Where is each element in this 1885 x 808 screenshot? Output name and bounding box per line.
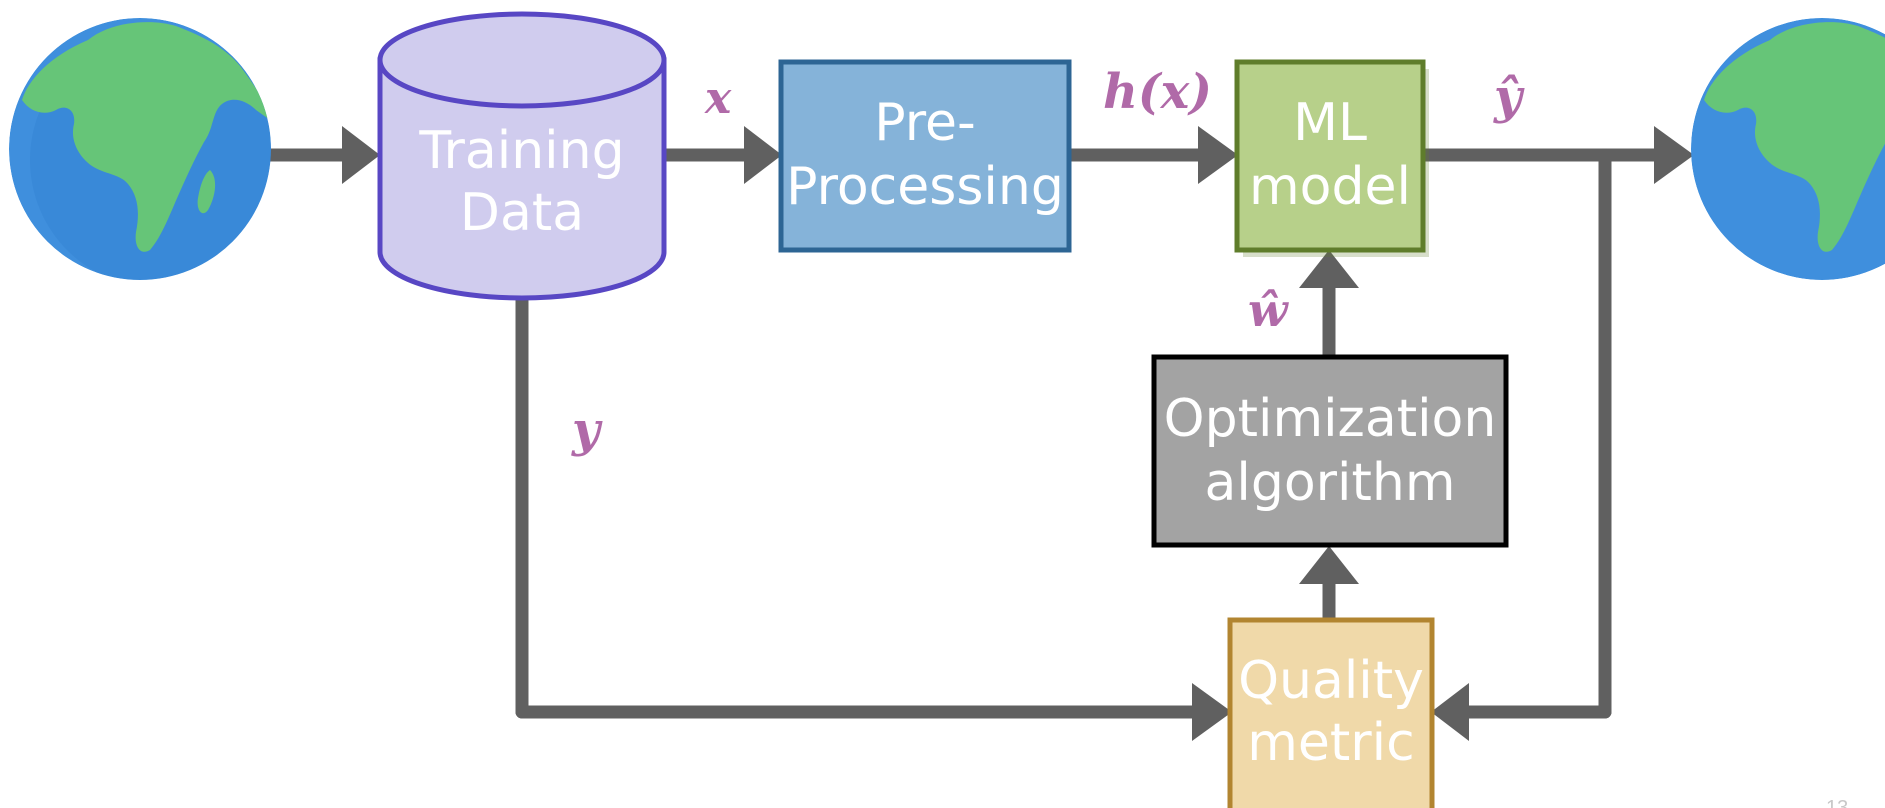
- arrow-optimization-to-ml-model: [1299, 250, 1359, 356]
- arrow-preprocessing-to-ml-model: [1070, 126, 1238, 184]
- arrow-labels-to-quality-metric: [515, 291, 1232, 741]
- page-number: 13: [1826, 797, 1848, 808]
- label-h-of-x: h(x): [1103, 64, 1212, 120]
- arrow-world-to-training-data: [265, 126, 380, 184]
- training-data-label-line2: Data: [460, 183, 584, 243]
- optimization-label-line1: Optimization: [1164, 389, 1497, 449]
- world-globe-icon: [1691, 18, 1885, 280]
- label-w-hat: ŵ: [1248, 283, 1289, 337]
- preprocessing-label-line1: Pre-: [874, 93, 975, 153]
- label-y-hat: ŷ: [1493, 69, 1525, 125]
- arrow-prediction-to-quality-metric: [1431, 148, 1612, 741]
- quality-metric-label-line1: Quality: [1238, 651, 1424, 711]
- quality-metric-label-line2: metric: [1247, 713, 1414, 773]
- quality-metric-node: Quality metric: [1227, 617, 1435, 808]
- arrow-training-to-preprocessing: [665, 126, 782, 184]
- arrow-quality-to-optimization: [1299, 546, 1359, 618]
- label-x: x: [704, 73, 732, 124]
- ml-model-node: ML model: [1234, 59, 1429, 257]
- optimization-algorithm-node: Optimization algorithm: [1151, 354, 1509, 548]
- connectors: [265, 126, 1694, 741]
- arrow-ml-model-to-world: [1424, 126, 1694, 184]
- edge-labels: x h(x) ŷ ŵ y: [571, 64, 1525, 458]
- preprocessing-node: Pre- Processing: [778, 59, 1072, 253]
- training-data-node: Training Data: [377, 11, 667, 301]
- label-y: y: [571, 402, 603, 458]
- ml-model-label-line1: ML: [1293, 93, 1367, 153]
- training-data-label-line1: Training: [418, 121, 624, 181]
- world-globe-icon: [9, 18, 271, 280]
- preprocessing-label-line2: Processing: [786, 157, 1064, 217]
- optimization-label-line2: algorithm: [1205, 453, 1456, 513]
- ml-model-label-line2: model: [1249, 157, 1411, 217]
